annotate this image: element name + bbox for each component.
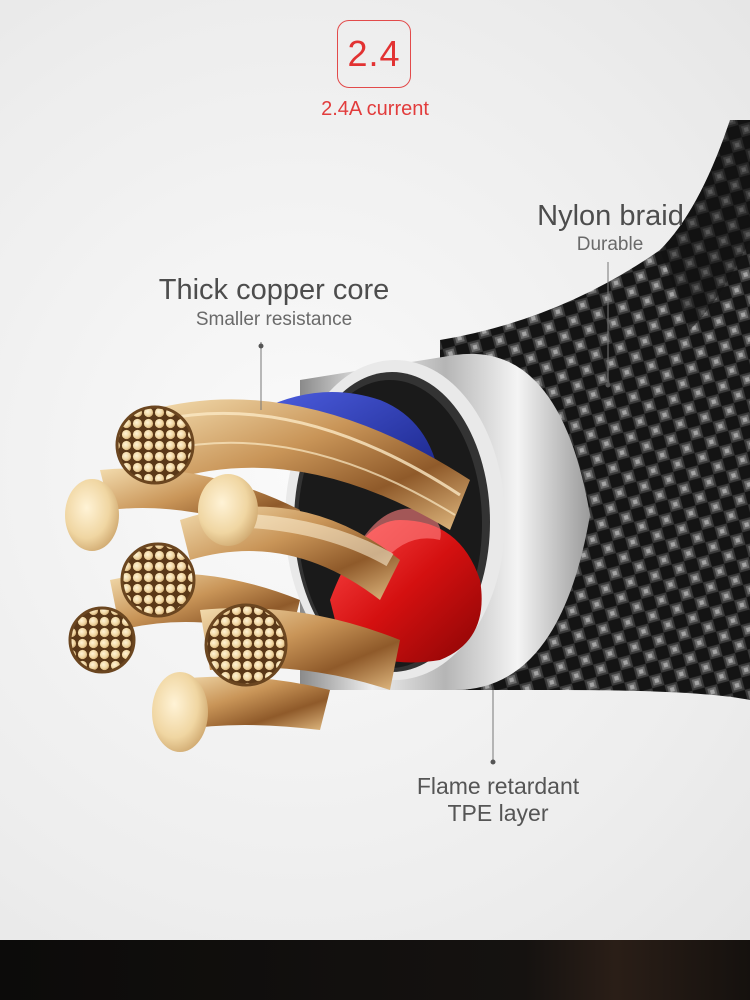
copper-core-title: Thick copper core: [158, 274, 390, 306]
tpe-layer-line2: TPE layer: [447, 800, 549, 826]
product-photo-background: 2.4 2.4A current Nylon braid Durable Thi…: [0, 0, 750, 940]
tpe-layer-line1: Flame retardant: [416, 773, 580, 799]
nylon-braid-title: Nylon braid: [537, 200, 684, 232]
nylon-braid-subtitle: Durable: [576, 234, 644, 255]
current-rating-caption: 2.4A current: [321, 98, 429, 120]
cable-cross-section-illustration: [65, 120, 750, 765]
next-section-edge: [0, 940, 750, 1000]
tpe-layer-label: Flame retardant TPE layer: [398, 773, 598, 827]
copper-core-subtitle: Smaller resistance: [195, 309, 353, 330]
current-rating-badge: 2.4: [337, 20, 411, 88]
